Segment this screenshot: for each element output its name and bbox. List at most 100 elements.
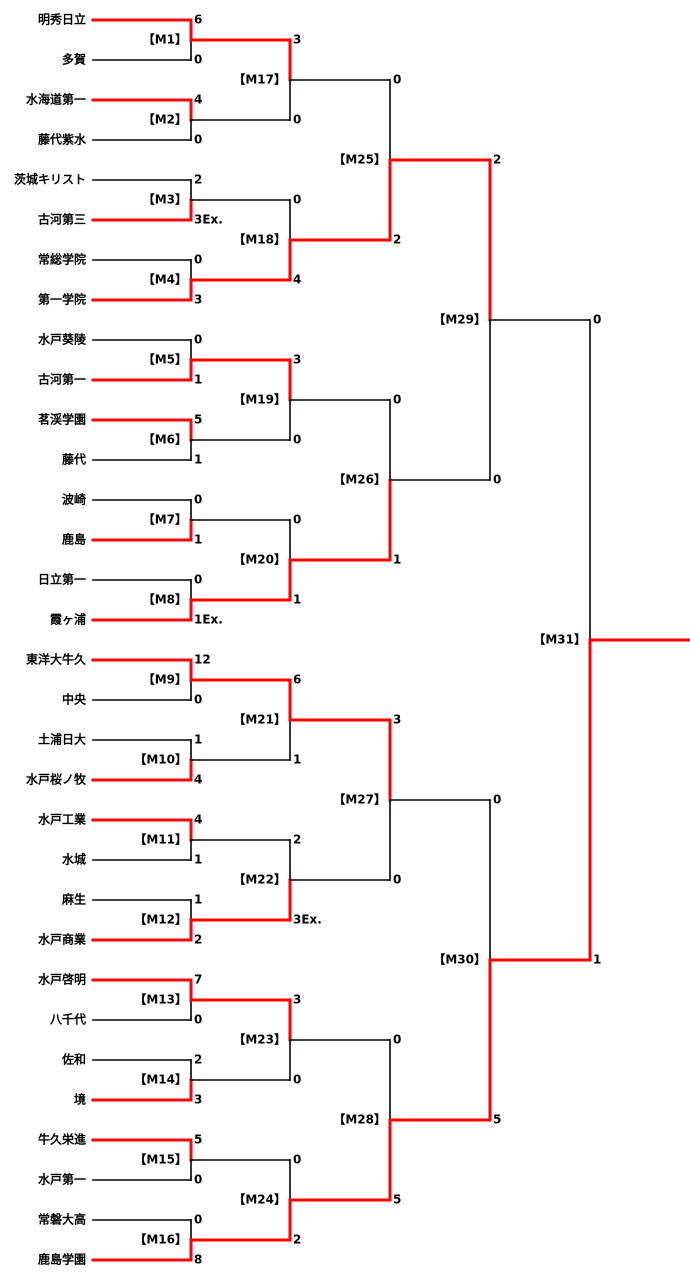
match-label: 【M11】 <box>134 832 187 847</box>
score-label: 2 <box>293 1233 301 1247</box>
team-name: 水戸商業 <box>38 932 87 947</box>
team-name: 日立第一 <box>38 572 86 587</box>
score-label: 0 <box>194 1013 202 1027</box>
score-label: 3Ex. <box>293 913 322 927</box>
score-label: 1 <box>293 753 301 767</box>
match-label: 【M2】 <box>143 112 187 127</box>
score-label: 0 <box>194 693 202 707</box>
score-label: 3 <box>194 293 202 307</box>
score-label: 6 <box>293 673 301 687</box>
match-label: 【M21】 <box>233 712 286 727</box>
team-name: 東洋大牛久 <box>26 652 87 667</box>
score-label: 1 <box>393 553 401 567</box>
match-label: 【M23】 <box>233 1032 286 1047</box>
score-label: 4 <box>194 93 202 107</box>
score-label: 0 <box>293 113 301 127</box>
score-label: 1 <box>194 453 202 467</box>
score-label: 5 <box>393 1193 401 1207</box>
score-label: 0 <box>293 1073 301 1087</box>
team-name: 古河第三 <box>38 212 86 227</box>
score-label: 0 <box>194 53 202 67</box>
team-name: 境 <box>74 1092 86 1107</box>
score-label: 1 <box>194 853 202 867</box>
score-label: 0 <box>194 573 202 587</box>
score-label: 1 <box>194 893 202 907</box>
bracket-lines <box>91 18 690 1262</box>
score-label: 0 <box>293 1153 301 1167</box>
score-label: 0 <box>194 1213 202 1227</box>
team-name: 藤代 <box>61 452 86 467</box>
match-label: 【M31】 <box>533 632 586 647</box>
team-name: 麻生 <box>61 892 86 907</box>
team-name: 鹿島学園 <box>38 1252 86 1267</box>
team-name: 牛久栄進 <box>38 1132 87 1147</box>
team-name: 古河第一 <box>38 372 86 387</box>
match-label: 【M16】 <box>134 1232 187 1247</box>
score-label: 0 <box>493 793 501 807</box>
score-label: 3 <box>293 993 301 1007</box>
score-label: 0 <box>194 1173 202 1187</box>
match-label: 【M4】 <box>143 272 187 287</box>
score-label: 0 <box>194 333 202 347</box>
score-label: 3 <box>194 1093 202 1107</box>
match-label: 【M28】 <box>333 1112 386 1127</box>
score-label: 0 <box>293 513 301 527</box>
score-label: 4 <box>194 773 202 787</box>
team-name: 常磐大高 <box>38 1212 86 1227</box>
score-label: 0 <box>194 493 202 507</box>
match-label: 【M1】 <box>143 32 187 47</box>
score-label: 2 <box>293 833 301 847</box>
score-label: 0 <box>493 473 501 487</box>
score-label: 1 <box>293 593 301 607</box>
match-label: 【M19】 <box>233 392 286 407</box>
match-label: 【M18】 <box>233 232 286 247</box>
score-label: 0 <box>393 873 401 887</box>
team-name: 水戸工業 <box>38 812 87 827</box>
score-label: 2 <box>393 233 401 247</box>
score-label: 0 <box>194 253 202 267</box>
score-label: 0 <box>393 1033 401 1047</box>
match-label: 【M3】 <box>143 192 187 207</box>
match-label: 【M26】 <box>333 472 386 487</box>
score-label: 5 <box>194 413 202 427</box>
score-label: 1 <box>593 953 601 967</box>
team-name: 水城 <box>62 852 86 867</box>
team-name: 多賀 <box>62 52 86 67</box>
score-label: 5 <box>194 1133 202 1147</box>
score-label: 2 <box>194 173 202 187</box>
score-label: 7 <box>194 973 202 987</box>
score-label: 0 <box>393 73 401 87</box>
score-label: 0 <box>293 433 301 447</box>
team-name: 藤代紫水 <box>37 132 87 147</box>
score-label: 0 <box>194 133 202 147</box>
score-label: 3 <box>393 713 401 727</box>
match-label: 【M29】 <box>433 312 486 327</box>
score-label: 6 <box>194 13 202 27</box>
score-label: 4 <box>293 273 301 287</box>
team-name: 波崎 <box>62 492 86 507</box>
match-label: 【M10】 <box>134 752 187 767</box>
match-label: 【M27】 <box>333 792 386 807</box>
team-name: 水戸葵陵 <box>38 332 87 347</box>
match-label: 【M6】 <box>143 432 187 447</box>
match-label: 【M12】 <box>134 912 187 927</box>
bracket-labels: 明秀日立多賀水海道第一藤代紫水茨城キリスト古河第三常総学院第一学院水戸葵陵古河第… <box>14 12 601 1267</box>
match-label: 【M24】 <box>233 1192 286 1207</box>
score-label: 5 <box>493 1113 501 1127</box>
team-name: 水戸桜ノ牧 <box>26 772 87 787</box>
score-label: 3 <box>293 353 301 367</box>
team-name: 水戸啓明 <box>38 972 86 987</box>
match-label: 【M20】 <box>233 552 286 567</box>
score-label: 0 <box>593 313 601 327</box>
match-label: 【M25】 <box>333 152 386 167</box>
match-label: 【M17】 <box>233 72 286 87</box>
match-label: 【M7】 <box>143 512 187 527</box>
team-name: 水戸第一 <box>38 1172 86 1187</box>
team-name: 土浦日大 <box>38 732 86 747</box>
score-label: 1 <box>194 733 202 747</box>
score-label: 2 <box>194 1053 202 1067</box>
score-label: 1 <box>194 533 202 547</box>
score-label: 0 <box>293 193 301 207</box>
score-label: 4 <box>194 813 202 827</box>
team-name: 明秀日立 <box>38 12 86 27</box>
